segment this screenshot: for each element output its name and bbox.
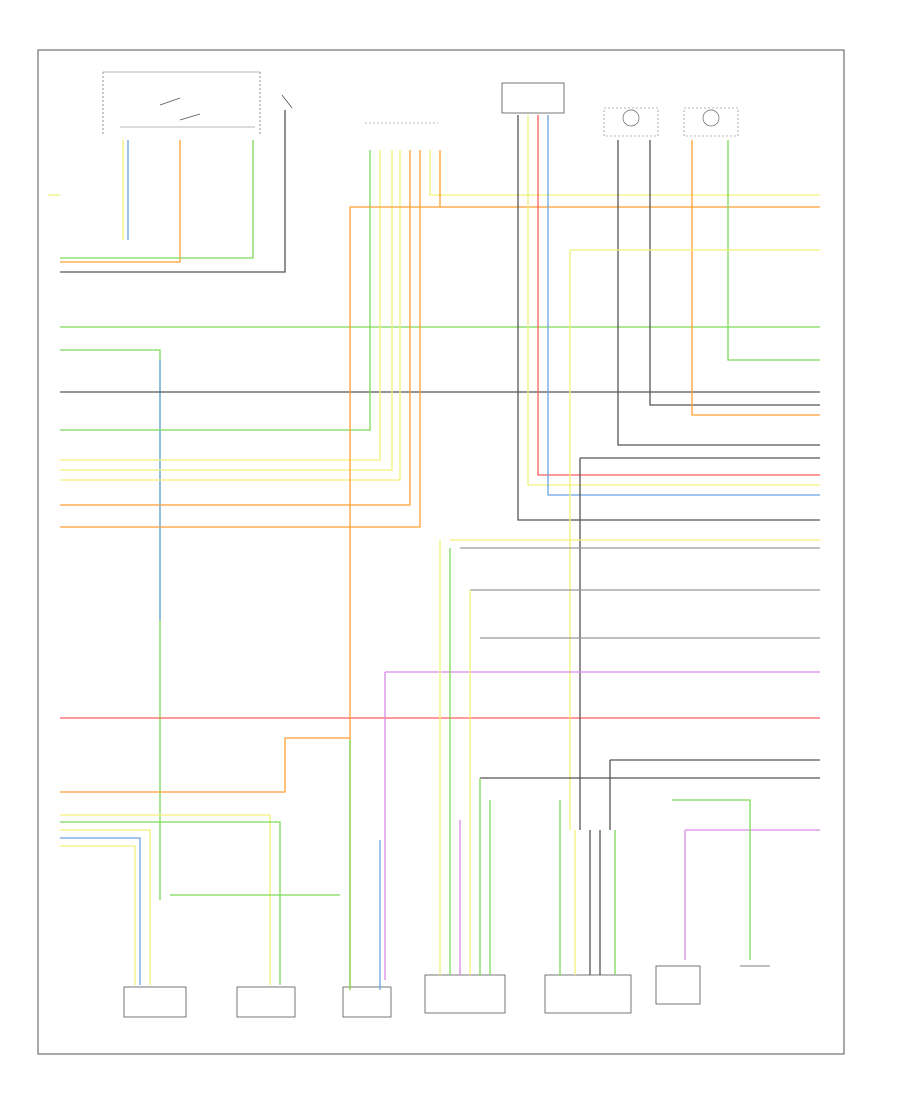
wire-14 (60, 737, 350, 793)
wire-27 (617, 140, 820, 446)
diagram-border (37, 49, 845, 1055)
wire-16 (60, 110, 286, 273)
wire-19 (60, 140, 254, 259)
wire-8 (60, 150, 381, 461)
wire-21 (349, 150, 441, 990)
right-c-pillar-speaker (544, 974, 632, 1014)
wire-25 (537, 115, 820, 476)
wire-48 (60, 821, 281, 985)
left-c-pillar-speaker (424, 974, 506, 1014)
wire-45 (672, 799, 751, 960)
wire-47 (60, 814, 271, 985)
wire-9 (60, 150, 393, 471)
wiring (48, 110, 820, 990)
left-rear-tweeter (683, 107, 739, 137)
wire-24 (527, 115, 820, 486)
wire-26 (547, 115, 820, 496)
wire-10 (60, 150, 401, 481)
wire-50 (60, 837, 141, 985)
wire-51 (60, 845, 136, 985)
wire-20 (429, 150, 820, 196)
wire-7 (60, 150, 371, 431)
wire-11 (60, 150, 411, 506)
instrument-cluster (102, 71, 293, 135)
left-door-speaker (123, 986, 187, 1018)
wire-28 (649, 140, 820, 406)
rear-fuse-box (501, 82, 565, 114)
right-door-speaker (236, 986, 296, 1018)
wire-15 (60, 140, 181, 263)
wire-49 (60, 829, 151, 985)
wire-3 (60, 349, 161, 640)
wire-30 (727, 140, 820, 361)
wire-23 (517, 115, 820, 521)
wire-12 (60, 150, 421, 528)
subwoofer (342, 986, 392, 1018)
left-d-pillar-speaker (655, 965, 701, 1005)
right-rear-tweeter (603, 107, 659, 137)
wire-29 (691, 140, 820, 416)
